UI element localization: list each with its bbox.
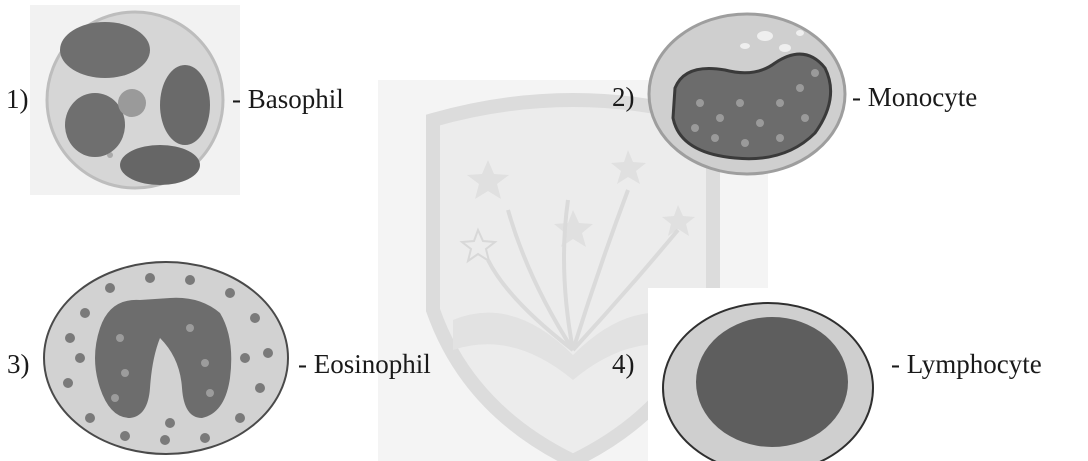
- cell-label-monocyte: - Monocyte: [852, 84, 977, 111]
- cell-label-eosinophil: - Eosinophil: [298, 351, 431, 378]
- lymphocyte-icon: [648, 288, 888, 461]
- item-number-4: 4): [612, 351, 635, 378]
- item-number-2: 2): [612, 84, 635, 111]
- item-number-3: 3): [7, 351, 30, 378]
- basophil-icon: [30, 5, 240, 195]
- cell-label-lymphocyte: - Lymphocyte: [891, 351, 1042, 378]
- item-number-1: 1): [6, 86, 29, 113]
- cell-label-basophil: - Basophil: [232, 86, 344, 113]
- eosinophil-icon: [40, 258, 292, 458]
- monocyte-icon: [645, 8, 850, 178]
